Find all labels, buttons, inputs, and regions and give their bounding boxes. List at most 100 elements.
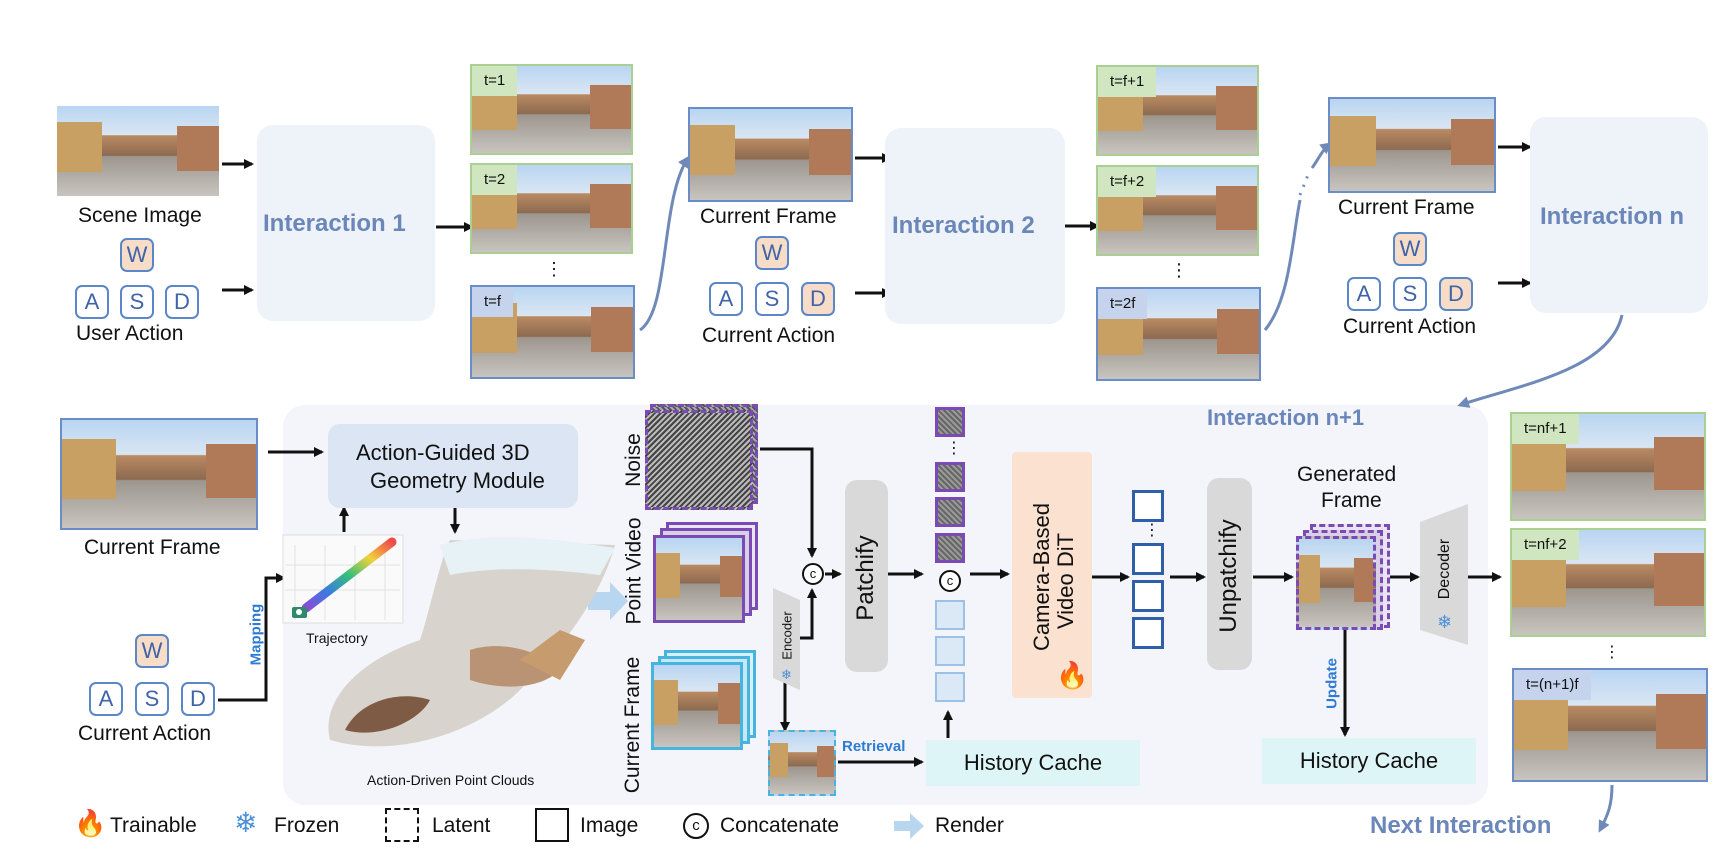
render-arrow	[588, 582, 628, 620]
legend-trainable: Trainable	[110, 814, 197, 837]
legend-render: Render	[935, 814, 1004, 837]
geometry-module	[328, 424, 578, 508]
point-clouds-label: Action-Driven Point Clouds	[367, 772, 535, 788]
legend-latent: Latent	[432, 814, 491, 837]
dit-label-line1: Camera-Based	[1029, 503, 1054, 651]
out-frame-3: t=(n+1)f	[1512, 668, 1708, 782]
current-frame-bottom-label: Current Frame	[84, 536, 221, 559]
tag-t1: t=1	[472, 66, 518, 96]
key-s-2: S	[755, 282, 789, 316]
frame-t1: t=1	[470, 64, 633, 155]
trajectory-line	[301, 537, 397, 613]
unpatchify-label: Unpatchify	[1215, 519, 1242, 633]
current-frame-front	[651, 662, 743, 750]
interaction-2-label: Interaction 2	[892, 212, 1035, 239]
out-tag-1: t=nf+1	[1512, 414, 1579, 444]
key-d-4: D	[181, 682, 215, 716]
frame-tf1: t=f+1	[1096, 65, 1259, 156]
key-s-4: S	[135, 682, 169, 716]
current-frame-n	[1328, 97, 1496, 193]
geometry-module-line2: Geometry Module	[370, 468, 545, 493]
token-noise-4	[935, 533, 965, 563]
decoder-label: Decoder	[1436, 538, 1453, 600]
arrow-noise-to-concat	[760, 447, 817, 558]
curve-arrow-2-dots	[1298, 169, 1312, 196]
noise-front	[645, 410, 753, 510]
token-light-2	[935, 636, 965, 666]
noise-label: Noise	[622, 433, 645, 487]
interaction-n-box	[1530, 117, 1708, 313]
tag-t2f: t=2f	[1098, 289, 1148, 319]
current-action-label-n: Current Action	[1343, 315, 1477, 338]
current-action-bottom-label: Current Action	[78, 722, 212, 745]
dit-label-line2: Video DiT	[1053, 532, 1078, 630]
concat-circle-2: c	[939, 570, 961, 592]
legend-image-icon	[535, 808, 569, 842]
token-noise-3	[935, 497, 965, 527]
tag-tf1: t=f+1	[1098, 67, 1157, 97]
encoder-block	[773, 588, 800, 690]
legend-latent-icon	[385, 808, 419, 842]
frame-tf2: t=f+2	[1096, 165, 1259, 256]
arrow-encoder-to-concat	[800, 588, 817, 640]
current-frame-bottom	[60, 418, 258, 530]
generated-frame-line1: Generated	[1297, 463, 1397, 486]
token-light-1	[935, 600, 965, 630]
token-noise-2	[935, 462, 965, 492]
retrieval-label: Retrieval	[842, 738, 906, 755]
key-a-1: A	[75, 285, 109, 319]
decoder-block	[1420, 504, 1468, 645]
key-s-1: S	[120, 285, 154, 319]
out-frame-2: t=nf+2	[1510, 528, 1706, 637]
user-action-label: User Action	[76, 322, 184, 345]
geometry-module-line1: Action-Guided 3D	[356, 440, 530, 465]
out-frame-1: t=nf+1	[1510, 412, 1706, 521]
current-frame-label-n: Current Frame	[1338, 196, 1475, 219]
dit-block	[1012, 452, 1092, 698]
history-cache-left: History Cache	[926, 740, 1140, 786]
patchify-label: Patchify	[852, 535, 879, 621]
key-w-3: W	[1393, 232, 1427, 266]
legend-render-icon	[894, 813, 924, 839]
arrow-mapping	[218, 573, 286, 702]
legend-snowflake-icon: ❄	[234, 807, 258, 838]
key-a-3: A	[1347, 277, 1381, 311]
gen-front	[1296, 536, 1376, 630]
curve-arrow-2	[1263, 199, 1302, 331]
key-w-4: W	[135, 634, 169, 668]
point-video-label: Point Video	[622, 517, 646, 625]
legend-image: Image	[580, 814, 639, 837]
curve-arrow-3	[1457, 314, 1624, 408]
retrieved-frame	[768, 730, 836, 796]
current-frame-v-label: Current Frame	[621, 656, 644, 794]
frame-t2f: t=2f	[1096, 287, 1261, 381]
tag-tf: t=f	[472, 287, 514, 317]
out-tag-2: t=nf+2	[1512, 530, 1579, 560]
dit-fire-icon: 🔥	[1056, 660, 1089, 690]
key-d-1: D	[165, 285, 199, 319]
unpatchify-block	[1207, 478, 1252, 670]
generated-frame-line2: Frame	[1321, 489, 1382, 512]
out-token-4	[1132, 617, 1164, 649]
token-noise-1	[935, 407, 965, 437]
out-dots-bottom: ⋮	[1604, 644, 1620, 661]
encoder-label: Encoder	[779, 611, 795, 660]
encoder-snowflake-icon: ❄	[781, 667, 792, 682]
interaction-n1-title: Interaction n+1	[1207, 405, 1365, 430]
key-a-4: A	[89, 682, 123, 716]
out-tag-3: t=(n+1)f	[1514, 670, 1591, 700]
frame-t2: t=2	[470, 163, 633, 254]
history-cache-right: History Cache	[1262, 738, 1476, 784]
frame-tf: t=f	[470, 285, 635, 379]
out-token-1	[1132, 490, 1164, 522]
key-w-2: W	[755, 236, 789, 270]
curve-arrow-next	[1598, 784, 1614, 833]
tag-tf2: t=f+2	[1098, 167, 1157, 197]
current-frame-1	[688, 107, 853, 202]
patchify-block	[845, 480, 888, 672]
scene-image	[57, 106, 219, 196]
next-interaction-label: Next Interaction	[1370, 812, 1552, 839]
interaction-n-label: Interaction n	[1540, 203, 1685, 230]
svg-text:⋮: ⋮	[545, 259, 563, 279]
